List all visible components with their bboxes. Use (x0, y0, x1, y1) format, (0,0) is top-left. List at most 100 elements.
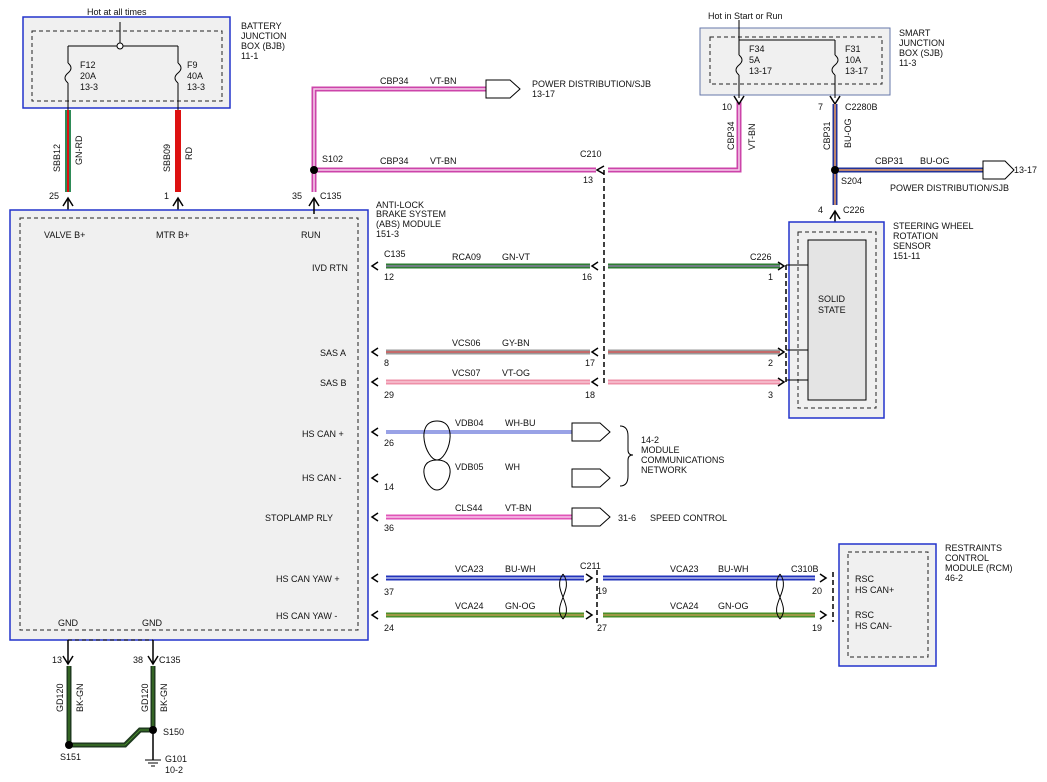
power-distribution-right-ref: 13-17 (1014, 165, 1037, 175)
speed-control-label: SPEED CONTROL (650, 513, 727, 523)
connector-c226-top: C226 (843, 205, 865, 215)
hs-can-plus-arrow (571, 422, 611, 442)
wire-bk-gn-a-label: BK-GN (75, 683, 85, 712)
wire-vca24-right-label: VCA24 (670, 601, 699, 611)
connector-c226: C226 (750, 252, 772, 262)
abs-label-1: ANTI-LOCK (376, 200, 424, 210)
wire-vdb04-label: VDB04 (455, 418, 484, 428)
pin-20: 20 (812, 586, 822, 596)
wire-gn-vt-label: GN-VT (502, 252, 531, 262)
pin-19: 19 (597, 586, 607, 596)
rcm-rsc-minus-2: HS CAN- (855, 621, 892, 631)
pin-3: 3 (768, 390, 773, 400)
pin-12: 12 (384, 272, 394, 282)
bjb-label-2: JUNCTION (241, 31, 287, 41)
connector-c210: C210 (580, 149, 602, 159)
wire-gd120 (65, 666, 161, 767)
solid-state-label-2: STATE (818, 305, 846, 315)
power-distribution-top-ref: 13-17 (532, 89, 555, 99)
fuse-f31-name: F31 (845, 44, 861, 54)
wire-cls44-label: CLS44 (455, 503, 483, 513)
bjb-label-3: BOX (BJB) (241, 41, 285, 51)
swrs-label-3: SENSOR (893, 241, 932, 251)
wire-bu-wh-left-label: BU-WH (505, 564, 536, 574)
hot-in-start-run-label: Hot in Start or Run (708, 11, 783, 21)
power-distribution-arrow-top (485, 79, 521, 99)
pin-35: 35 (292, 191, 302, 201)
pin-36: 36 (384, 523, 394, 533)
wire-vcs06-label: VCS06 (452, 338, 481, 348)
connector-c135-gnd: C135 (159, 655, 181, 665)
abs-label-2: BRAKE SYSTEM (376, 209, 446, 219)
wire-gn-rd-label: GN-RD (74, 135, 84, 165)
hs-can-minus-arrow (571, 468, 611, 488)
wire-cbp34-vert-label: CBP34 (726, 121, 736, 150)
wire-rca09-label: RCA09 (452, 252, 481, 262)
abs-label-4: 151-3 (376, 229, 399, 239)
sjb-label-3: BOX (SJB) (899, 48, 943, 58)
pin-37: 37 (384, 587, 394, 597)
wire-sbb12-label: SBB12 (52, 144, 62, 172)
splice-s204: S204 (841, 176, 862, 186)
rcm-label-3: MODULE (RCM) (945, 563, 1013, 573)
pin-13-gnd: 13 (52, 655, 62, 665)
pin-29: 29 (384, 390, 394, 400)
pin-7: 7 (818, 102, 823, 112)
bjb-label-1: BATTERY (241, 21, 282, 31)
fuse-f31-rating: 10A (845, 55, 861, 65)
connector-c2280b: C2280B (845, 102, 878, 112)
speed-control-arrow (571, 507, 611, 527)
wire-wh-bu-label: WH-BU (505, 418, 536, 428)
wire-vca24-left-label: VCA24 (455, 601, 484, 611)
swrs-label-4: 151-11 (893, 251, 920, 261)
sjb-label-2: JUNCTION (899, 38, 945, 48)
ground-g101-ref: 10-2 (165, 765, 183, 775)
rcm-rsc-plus-1: RSC (855, 574, 875, 584)
abs-sas-a-label: SAS A (320, 348, 346, 358)
battery-junction-box (22, 16, 231, 110)
network-ref: 14-2 (641, 435, 659, 445)
wire-sbb09 (175, 110, 181, 192)
wire-vt-bn-vert-label: VT-BN (747, 123, 757, 150)
pin-8: 8 (384, 358, 389, 368)
splice-s150: S150 (163, 727, 184, 737)
fuse-f12-rating: 20A (80, 71, 96, 81)
wire-vca23-left-label: VCA23 (455, 564, 484, 574)
ground-g101: G101 (165, 754, 187, 764)
wire-bu-wh-right-label: BU-WH (718, 564, 749, 574)
network-label-2: COMMUNICATIONS (641, 455, 724, 465)
network-brace (619, 425, 634, 487)
abs-ivd-rtn-label: IVD RTN (312, 263, 348, 273)
wire-wh-label: WH (505, 462, 520, 472)
fuse-f34-name: F34 (749, 44, 765, 54)
wire-bu-og-label: BU-OG (920, 156, 950, 166)
swrs-label-1: STEERING WHEEL (893, 221, 974, 231)
wire-cbp34-top-label: CBP34 (380, 76, 409, 86)
pin-10: 10 (722, 102, 732, 112)
abs-run-label: RUN (301, 230, 321, 240)
wire-vt-og-label: VT-OG (502, 368, 530, 378)
wire-gy-bn-label: GY-BN (502, 338, 530, 348)
connector-c135-side: C135 (384, 249, 406, 259)
fuse-f9-rating: 40A (187, 71, 203, 81)
rcm-label-4: 46-2 (945, 573, 963, 583)
pin-24: 24 (384, 623, 394, 633)
rcm-label-1: RESTRAINTS (945, 543, 1002, 553)
fuse-f9-name: F9 (187, 60, 198, 70)
abs-mtr-b-label: MTR B+ (156, 230, 189, 240)
abs-hs-can-plus-label: HS CAN + (302, 429, 344, 439)
wire-vt-bn-top-label: VT-BN (430, 76, 457, 86)
power-distribution-right-label: POWER DISTRIBUTION/SJB (890, 183, 1009, 193)
wire-gn-og-right-label: GN-OG (718, 601, 749, 611)
pin-1: 1 (164, 191, 169, 201)
steering-wheel-rotation-sensor (786, 221, 885, 419)
rcm-rsc-plus-2: HS CAN+ (855, 585, 894, 595)
pin-27: 27 (597, 623, 607, 633)
wire-cbp31-label: CBP31 (875, 156, 904, 166)
network-label-1: MODULE (641, 445, 680, 455)
pin-13-c210: 13 (583, 175, 593, 185)
pin-18: 18 (585, 390, 595, 400)
pin-14: 14 (384, 482, 394, 492)
connector-c211: C211 (580, 561, 601, 571)
pin-17: 17 (585, 358, 595, 368)
